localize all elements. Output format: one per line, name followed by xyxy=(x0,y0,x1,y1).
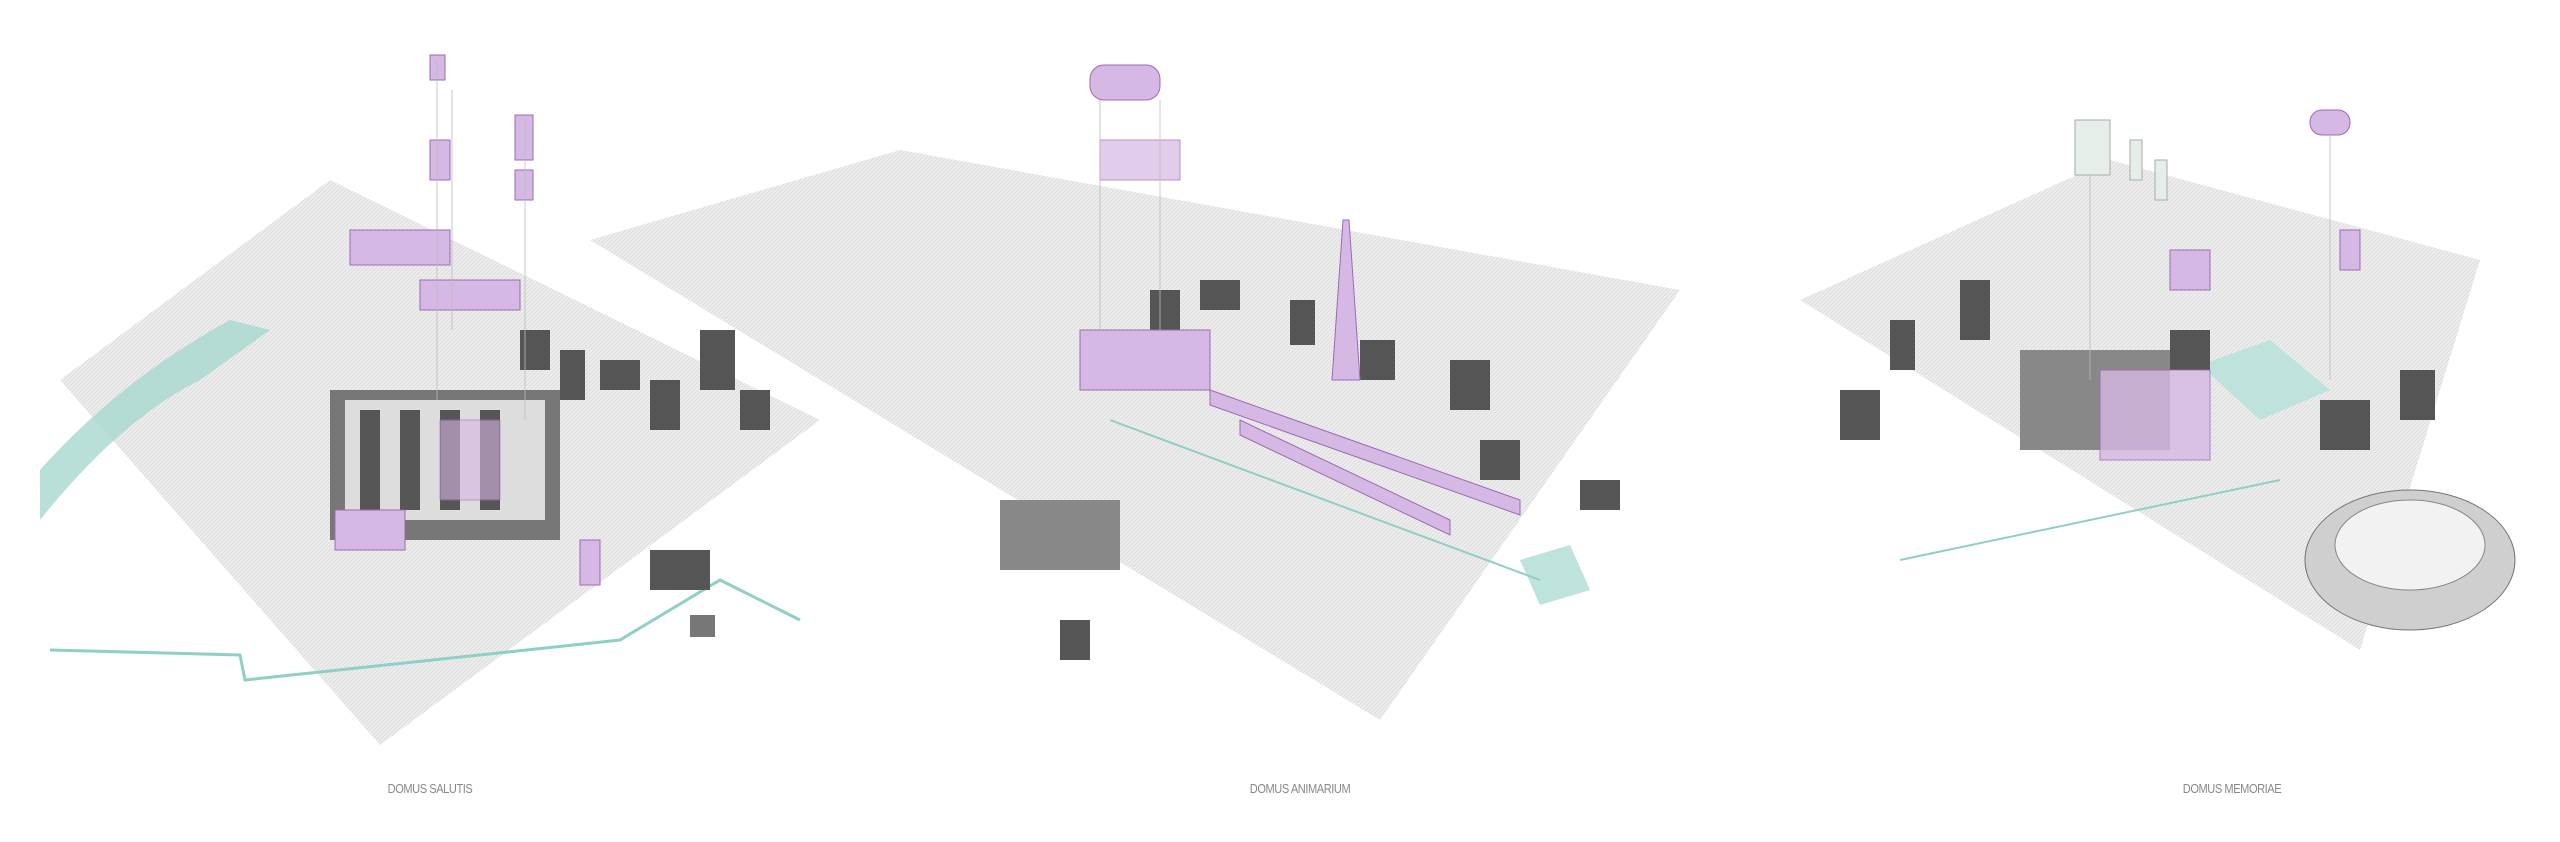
caption-domus-animarium: DOMUS ANIMARIUM xyxy=(1249,781,1351,796)
teal-path xyxy=(1109,419,1541,581)
projection-lines xyxy=(1099,100,1161,330)
teal-square xyxy=(2200,340,2330,420)
panel-domus-animarium xyxy=(590,64,1680,720)
ground-plane xyxy=(590,150,1680,720)
river xyxy=(40,320,270,520)
buildings xyxy=(650,280,1620,660)
projection-lines xyxy=(2089,135,2331,380)
caption-domus-salutis: DOMUS SALUTIS xyxy=(387,781,473,796)
purple-intervention xyxy=(1079,64,1521,536)
projection-lines xyxy=(436,60,526,420)
panel-domus-salutis xyxy=(40,54,820,745)
buildings xyxy=(1840,280,2435,450)
teal-path xyxy=(1899,479,2281,561)
teal-path xyxy=(49,578,801,682)
purple-intervention xyxy=(2099,109,2361,461)
block xyxy=(690,615,715,637)
ghost-towers xyxy=(2074,119,2168,201)
panel-domus-memoriae xyxy=(1800,109,2516,650)
colosseum xyxy=(2304,489,2516,631)
teal-square xyxy=(1520,545,1590,605)
caption-domus-memoriae: DOMUS MEMORIAE xyxy=(2182,781,2282,796)
